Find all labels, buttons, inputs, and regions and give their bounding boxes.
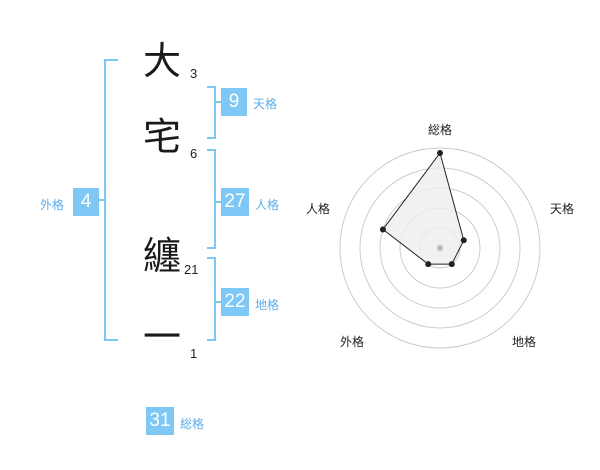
radar-grid-ring: [339, 147, 541, 349]
tenkaku-bracket: [207, 86, 216, 139]
gaikaku-value-box: 4: [73, 188, 99, 216]
name-char-2: 宅: [143, 115, 182, 159]
radar-points: [379, 150, 467, 268]
gaikaku-label: 外格: [40, 198, 65, 212]
radar-label-chikaku: 地格: [512, 334, 536, 349]
radar-point-jinkaku: [379, 226, 386, 233]
soukaku-value-box: 31: [146, 407, 174, 435]
name-char-1: 大: [143, 39, 182, 83]
radar-label-jinkaku: 人格: [306, 201, 330, 216]
jinkaku-value-box: 27: [221, 188, 249, 216]
tenkaku-label: 天格: [253, 97, 278, 111]
chikaku-label: 地格: [255, 298, 280, 312]
radar-polygon: [382, 151, 465, 265]
soukaku-label: 総格: [180, 417, 205, 431]
name-char-4: 一: [143, 315, 182, 359]
radar-point-soukaku: [437, 150, 443, 156]
radar-label-gaikaku: 外格: [340, 334, 364, 349]
radar-center-dot: [437, 245, 443, 251]
stroke-count-2: 6: [190, 146, 198, 161]
chikaku-bracket: [207, 257, 216, 341]
stroke-count-1: 3: [190, 66, 198, 81]
stroke-count-4: 1: [190, 346, 198, 361]
radar-label-tenkaku: 天格: [550, 201, 574, 216]
radar-point-chikaku: [448, 261, 455, 268]
radar-label-soukaku: 総格: [428, 122, 452, 137]
stroke-count-3: 21: [184, 262, 199, 277]
tenkaku-value-box: 9: [221, 88, 247, 116]
radar-point-gaikaku: [425, 261, 432, 268]
jinkaku-label: 人格: [255, 198, 280, 212]
chikaku-value-box: 22: [221, 288, 249, 316]
radar-point-tenkaku: [460, 237, 467, 244]
name-char-3: 纏: [143, 234, 182, 278]
jinkaku-bracket: [207, 149, 216, 249]
